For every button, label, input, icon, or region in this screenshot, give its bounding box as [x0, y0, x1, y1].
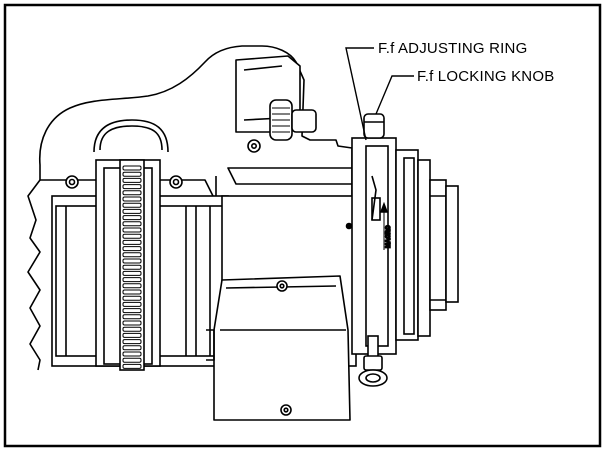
grip-rib — [122, 258, 142, 264]
grip-rib — [122, 320, 142, 326]
grip-rib — [122, 252, 142, 258]
grip-rib — [122, 326, 142, 332]
grip-rib — [122, 308, 142, 314]
grip-rib — [122, 351, 142, 357]
lens-barrel — [51, 159, 229, 371]
grip-rib — [122, 345, 142, 351]
grip-rib — [122, 196, 142, 202]
grip-rib — [122, 283, 142, 289]
grip-rib — [122, 239, 142, 245]
grip-rib — [122, 332, 142, 338]
ff-adjusting-ring: MACRO — [351, 137, 397, 355]
grip-rib — [122, 270, 142, 276]
grip-rib — [122, 165, 142, 171]
grip-rib — [122, 301, 142, 307]
macro-lever[interactable] — [358, 335, 388, 387]
ff-locking-knob[interactable] — [363, 113, 385, 139]
grip-rib — [122, 277, 142, 283]
grip-rib — [122, 233, 142, 239]
grip-rib — [122, 246, 142, 252]
grip-rib — [122, 221, 142, 227]
ff-locking-knob-label: F.f LOCKING KNOB — [417, 68, 554, 85]
grip-rib — [122, 295, 142, 301]
grip-rib — [122, 177, 142, 183]
grip-rib — [122, 339, 142, 345]
grip-rib — [122, 202, 142, 208]
grip-rib — [122, 289, 142, 295]
ff-adjusting-ring-label: F.f ADJUSTING RING — [378, 40, 527, 57]
grip-rib — [122, 171, 142, 177]
grip-rib — [122, 190, 142, 196]
grip-rib — [122, 264, 142, 270]
grip-rib — [122, 184, 142, 190]
lens-mount — [395, 149, 459, 341]
callout-leaders — [345, 47, 414, 141]
macro-marking: MACRO — [386, 225, 392, 248]
grip-rib — [122, 227, 142, 233]
grip-rib — [122, 215, 142, 221]
side-cover — [206, 275, 351, 421]
grip-rib — [122, 357, 142, 363]
grip-rib — [122, 314, 142, 320]
grip-rib — [122, 363, 142, 369]
grip-rib — [122, 208, 142, 214]
